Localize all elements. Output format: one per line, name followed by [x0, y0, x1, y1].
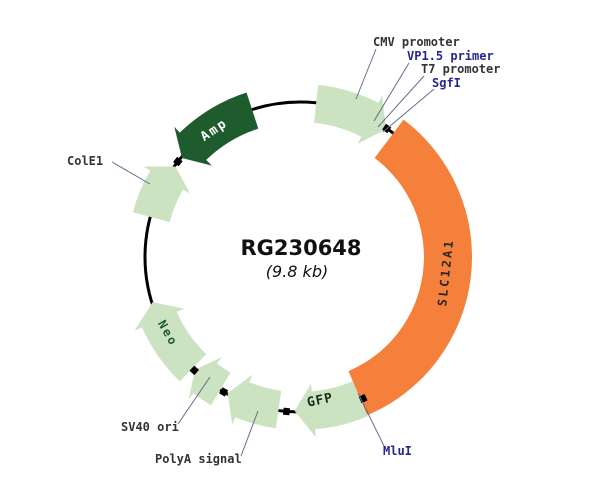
- leader-line-sv40-ori: [177, 376, 211, 425]
- feature-amp: [174, 92, 259, 166]
- plasmid-title: RG230648: [240, 236, 361, 260]
- feature-gfp: [294, 381, 368, 438]
- feature-neo: [134, 302, 207, 382]
- leader-line-sgfi: [382, 88, 435, 133]
- junction-tick: [219, 387, 229, 397]
- leader-line-t7-promoter: [377, 75, 425, 128]
- feature-cole1: [132, 166, 190, 223]
- feature-cmv-promoter: [314, 84, 387, 144]
- leader-line-polya-signal: [240, 410, 259, 457]
- callout-label-sv40-ori: SV40 ori: [121, 420, 179, 434]
- leader-line-cole1: [111, 161, 151, 185]
- leader-line-cmv-promoter: [355, 48, 377, 100]
- callout-label-polya-signal: PolyA signal: [155, 452, 242, 466]
- junction-tick: [173, 156, 183, 167]
- feature-polya-signal: [227, 374, 282, 429]
- callout-label-cole1: ColE1: [67, 154, 103, 168]
- callout-label-t7-promoter: T7 promoter: [421, 62, 500, 76]
- feature-slc12a1: [348, 119, 472, 416]
- junction-tick: [282, 407, 290, 416]
- callout-label-sgfi: SgfI: [432, 76, 461, 90]
- callout-label-cmv-promoter: CMV promoter: [373, 35, 460, 49]
- junction-tick: [358, 394, 368, 404]
- leader-line-vp15-primer: [373, 62, 410, 122]
- callout-label-vp15-primer: VP1.5 primer: [407, 49, 494, 63]
- feature-label-gfp: GFP: [306, 391, 335, 411]
- junction-tick: [189, 365, 200, 376]
- plasmid-size: (9.8 kb): [266, 262, 328, 281]
- callout-label-mlui: MluI: [383, 444, 412, 458]
- leader-line-mlui: [357, 392, 385, 447]
